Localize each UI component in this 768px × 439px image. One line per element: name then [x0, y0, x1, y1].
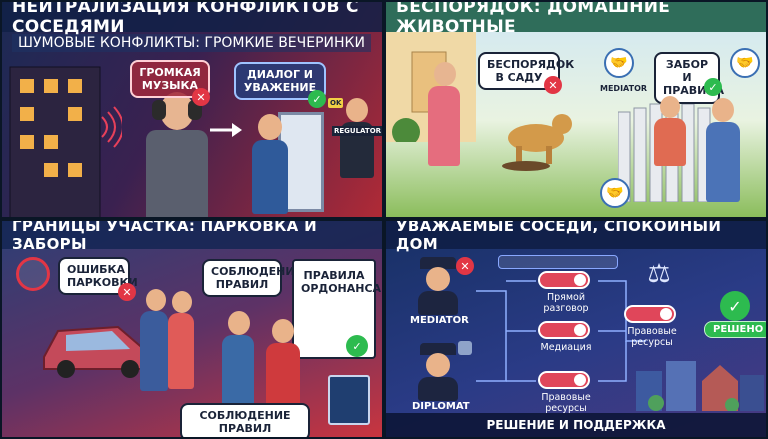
panel-title: УВАЖАЕМЫЕ СОСЕДИ, СПОКОЙНЫЙ ДОМ	[386, 221, 766, 253]
bottom-rules-label: СОБЛЮДЕНИЕ ПРАВИЛ	[180, 403, 310, 437]
panel-respect-calm-home: УВАЖАЕМЫЕ СОСЕДИ, СПОКОЙНЫЙ ДОМ ✕ MEDIAT…	[384, 219, 768, 439]
diplomat-label: DIPLOMAT	[412, 401, 470, 412]
fence-illustration	[618, 101, 711, 202]
regulator-figure	[336, 98, 376, 188]
woman-neighbor-right	[652, 96, 688, 166]
panel-title: ГРАНИЦЫ УЧАСТКА: ПАРКОВКА И ЗАБОРЫ	[2, 221, 382, 253]
cross-icon: ✕	[192, 88, 210, 106]
legal-resources-toggle-right[interactable]	[624, 305, 676, 323]
cross-icon: ✕	[544, 76, 562, 94]
regulator-ok-badge: OK	[328, 98, 344, 108]
building-illustration	[9, 66, 122, 217]
dialog-respect-bubble: ДИАЛОГ И УВАЖЕНИЕ	[234, 62, 326, 101]
mediator-officer	[416, 257, 460, 315]
neighbor-female	[166, 291, 196, 396]
check-icon: ✓	[308, 90, 326, 108]
ordinance-document: ПРАВИЛА ОРДОНАНСА	[292, 259, 381, 359]
handshake-icon-bottom: 🤝	[600, 178, 630, 208]
legal-resources-label-left: Правовые ресурсы	[541, 392, 591, 414]
handshake-icon: 🤝	[604, 48, 634, 78]
stressed-neighbor	[142, 92, 212, 217]
dog-illustration	[502, 114, 572, 171]
check-icon: ✓	[346, 335, 368, 357]
rulebook-icon	[328, 375, 370, 425]
neighbor-with-papers	[220, 311, 256, 411]
cross-icon: ✕	[118, 283, 136, 301]
panel-title: БЕСПОРЯДОК: ДОМАШНИЕ ЖИВОТНЫЕ	[386, 2, 766, 37]
panel-parking-fences: ГРАНИЦЫ УЧАСТКА: ПАРКОВКА И ЗАБОРЫ ОШИБК…	[0, 219, 384, 439]
regulator-label: REGULATOR	[332, 126, 382, 136]
check-icon: ✓	[704, 78, 722, 96]
mediator-label: MEDIATOR	[600, 84, 648, 93]
panel-noise-conflicts: НЕЙТРАЛИЗАЦИЯ КОНФЛИКТОВ С СОСЕДЯМИ ШУМО…	[0, 0, 384, 219]
lock-icon	[458, 341, 472, 355]
cross-icon: ✕	[456, 257, 474, 275]
direct-talk-toggle[interactable]	[538, 271, 590, 289]
knocking-neighbor	[250, 114, 290, 214]
resolved-badge: РЕШЕНО	[704, 321, 766, 338]
panel-footer: РЕШЕНИЕ И ПОДДЕРЖКА	[386, 413, 766, 437]
neighbor-male	[138, 289, 170, 399]
panel-pets-mess: БЕСПОРЯДОК: ДОМАШНИЕ ЖИВОТНЫЕ БЕСПОРЯДОК…	[384, 0, 768, 219]
man-neighbor	[702, 98, 742, 208]
direct-talk-label: Прямой разговор	[543, 292, 589, 314]
legal-resources-toggle[interactable]	[538, 371, 590, 389]
flow-header-box	[498, 255, 618, 269]
car-illustration	[43, 325, 152, 378]
handshake-icon-right: 🤝	[730, 48, 760, 78]
mediator-label: MEDIATOR	[410, 315, 469, 326]
scales-icon: ⚖	[647, 259, 671, 289]
neighbor-red-shirt	[264, 319, 302, 415]
arrow-icon	[210, 123, 242, 137]
mediation-toggle[interactable]	[538, 321, 590, 339]
mediation-label: Медиация	[540, 342, 592, 353]
resolved-check-icon: ✓	[720, 291, 750, 321]
loud-music-bubble: ГРОМКАЯ МУЗЫКА	[130, 60, 210, 99]
legal-resources-label-right: Правовые ресурсы	[627, 326, 677, 348]
calm-houses-illustration	[636, 361, 764, 411]
woman-neighbor	[424, 62, 464, 182]
no-worker-icon	[16, 257, 50, 291]
diplomat-officer	[416, 343, 460, 401]
panel-title: НЕЙТРАЛИЗАЦИЯ КОНФЛИКТОВ С СОСЕДЯМИ	[2, 2, 382, 37]
panel-subtitle: ШУМОВЫЕ КОНФЛИКТЫ: ГРОМКИЕ ВЕЧЕРИНКИ	[12, 34, 371, 52]
rules-bubble: СОБЛЮДЕНИЕ ПРАВИЛ	[202, 259, 302, 298]
